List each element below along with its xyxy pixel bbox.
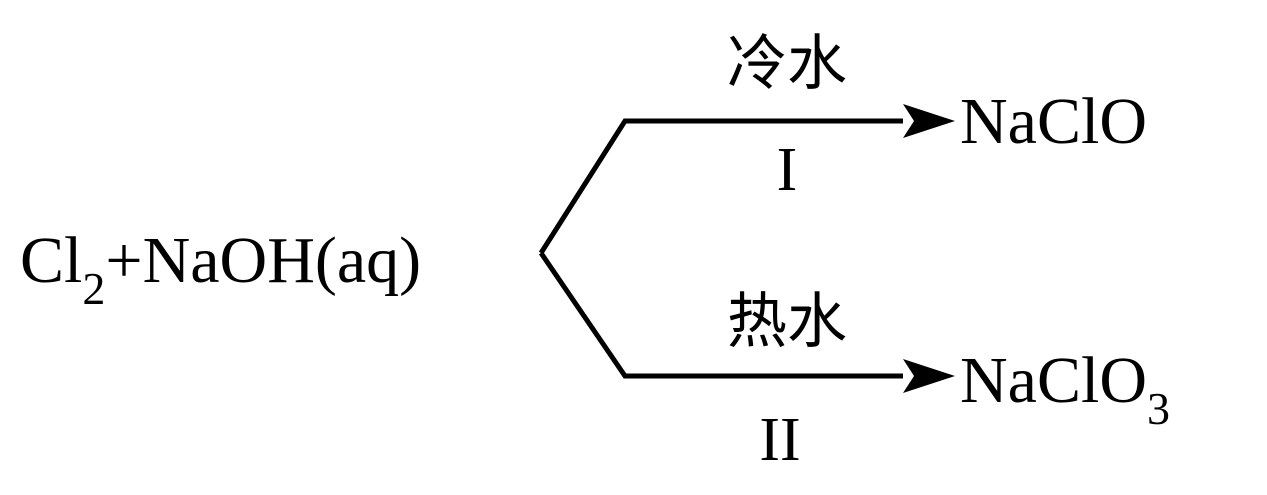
reactant-label: Cl2+NaOH(aq): [20, 224, 421, 314]
reactant-rest: +NaOH(aq): [105, 224, 421, 297]
reactant-chlorine-subscript: 2: [82, 263, 105, 314]
condition-bottom: 热水: [727, 287, 847, 357]
reactant-chlorine: Cl: [20, 224, 82, 297]
arrowhead-top: [903, 104, 955, 138]
product-bottom: NaClO3: [960, 344, 1170, 434]
product-bottom-subscript: 3: [1147, 383, 1170, 434]
product-top: NaClO: [960, 85, 1147, 158]
branch-line-top: [538, 118, 903, 255]
product-bottom-main: NaClO: [960, 344, 1147, 417]
step-bottom: II: [759, 406, 800, 474]
condition-top: 冷水: [727, 29, 847, 99]
product-top-main: NaClO: [960, 85, 1147, 158]
step-top: I: [777, 136, 798, 204]
branch-line-bottom: [538, 251, 903, 379]
arrowhead-bottom: [903, 359, 955, 393]
